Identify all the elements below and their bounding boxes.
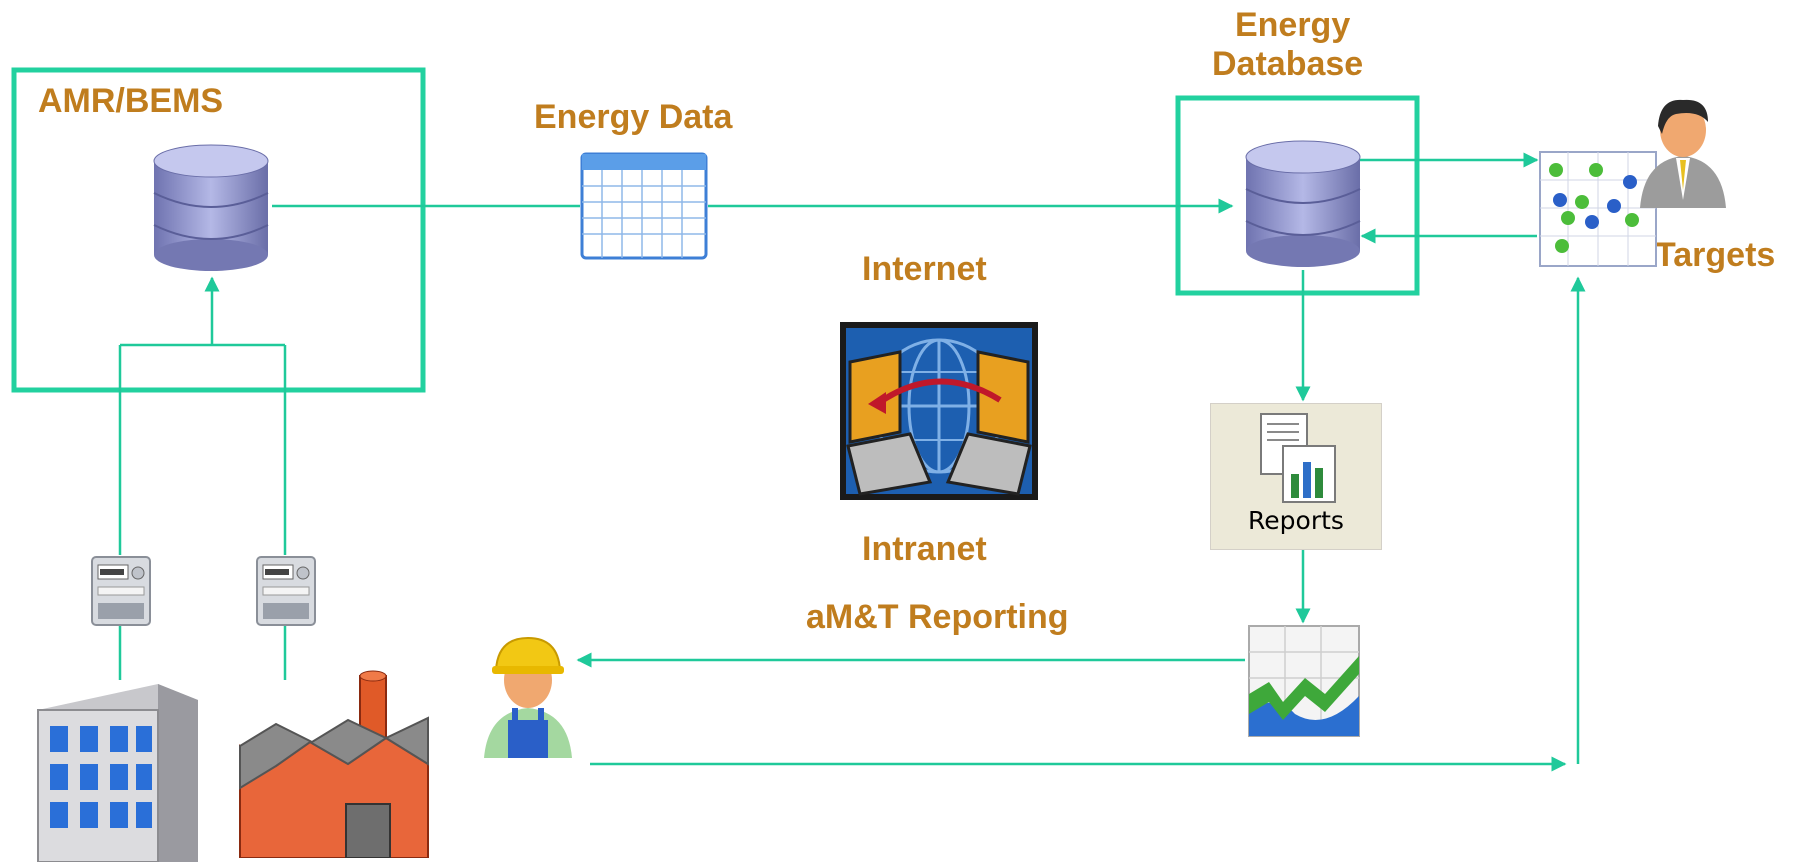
office-building-icon (37, 684, 198, 862)
businessman-icon (1640, 99, 1726, 208)
targets-label: Targets (1655, 236, 1776, 274)
amr-bems-box (11, 67, 426, 393)
amt-reporting-label: aM&T Reporting (806, 598, 1069, 636)
line-chart-icon (1248, 625, 1360, 737)
energy-database-label-line1: Energy (1234, 6, 1351, 44)
factory-icon (239, 670, 429, 858)
reports-button[interactable]: Reports (1210, 403, 1382, 550)
energy-database-label-line2: Database (1212, 45, 1364, 84)
computers-globe-icon (840, 322, 1038, 500)
table-grid-icon (580, 152, 708, 260)
electric-meter-icon (256, 556, 316, 626)
intranet-label: Intranet (862, 530, 987, 568)
database-icon (1245, 140, 1361, 267)
reports-label: Reports (1248, 506, 1344, 535)
worker-icon (484, 636, 572, 758)
electric-meter-icon (91, 556, 151, 626)
energy-data-label: Energy Data (534, 98, 733, 136)
internet-label: Internet (862, 250, 987, 288)
scatter-chart-icon (1539, 151, 1657, 267)
reports-icon (1260, 413, 1336, 503)
energy-database-box (1175, 95, 1420, 296)
database-icon (153, 144, 269, 271)
energy-database-label: Energy Database (1212, 6, 1363, 84)
amr-bems-label: AMR/BEMS (38, 82, 224, 120)
